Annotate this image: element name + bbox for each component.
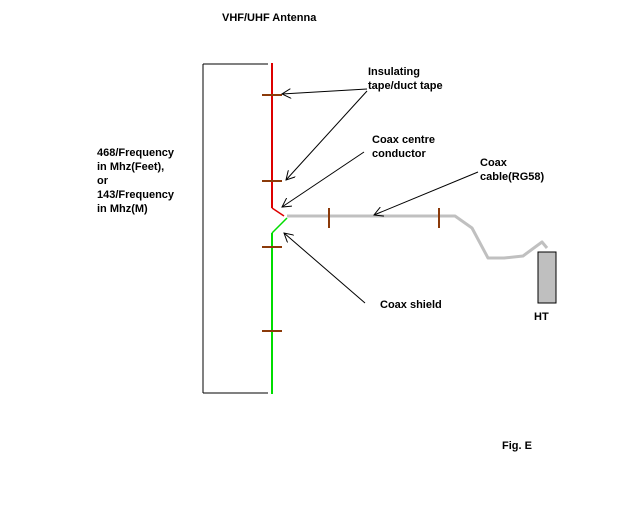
coax-cable [287,214,549,260]
coax-shield-lead [271,217,288,234]
diagram-title: VHF/UHF Antenna [222,12,317,24]
arrow-coax-cable [374,171,479,215]
label-line: Insulating [368,66,420,78]
formula-line: 143/Frequency [97,189,175,201]
coax-shield-label: Coax shield [380,299,442,311]
centre-conductor-label: Coax centre conductor [372,133,435,161]
formula-line: in Mhz(M) [97,203,148,215]
label-line: cable(RG58) [480,171,545,183]
insulating-tape-label: Insulating tape/duct tape [368,65,443,93]
formula-line: 468/Frequency [97,147,175,159]
length-formula: 468/Frequency in Mhz(Feet), or 143/Frequ… [97,146,174,216]
radio-label: HT [534,311,549,323]
formula-line: or [97,175,108,187]
centre-conductor-lead [271,207,285,217]
label-line: Coax [480,157,507,169]
figure-label: Fig. E [502,440,532,452]
arrow-coax-shield [284,233,366,304]
arrow-tape-lower [286,90,368,180]
tape-marks [262,94,440,332]
radio-box [537,251,557,304]
arrow-centre-conductor [282,151,365,207]
label-line: tape/duct tape [368,80,443,92]
label-line: Coax centre [372,134,435,146]
coax-cable-label: Coax cable(RG58) [480,156,544,184]
label-line: conductor [372,148,426,160]
length-bracket [202,63,268,394]
arrow-tape-upper [282,89,368,94]
pointer-arrows [282,89,479,304]
formula-line: in Mhz(Feet), [97,161,165,173]
